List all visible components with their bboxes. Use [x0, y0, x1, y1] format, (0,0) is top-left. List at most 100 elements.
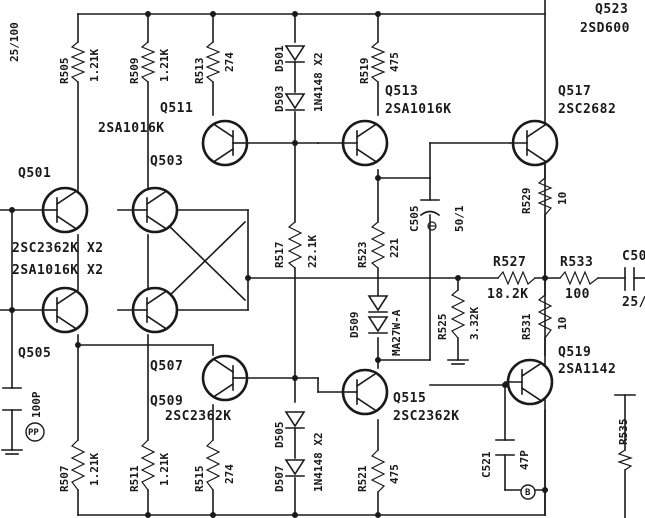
diode-d509 [367, 295, 389, 334]
label-c505: C505 [408, 206, 421, 233]
resistor-r525 [450, 289, 466, 339]
resistor-r523 [370, 221, 386, 269]
transistor-q517 [509, 119, 559, 167]
transistor-q501 [41, 186, 89, 234]
value-r519: 475 [388, 52, 401, 72]
top-left-value: 25/100 [8, 22, 21, 62]
resistor-r531 [537, 294, 553, 339]
value-r527: 18.2K [487, 287, 529, 302]
value-r511: 1.21K [158, 453, 171, 486]
capacitor-left [2, 387, 22, 411]
label-q517: Q517 [558, 84, 591, 99]
label-r507: R507 [58, 466, 71, 493]
label-q523: Q523 [595, 2, 628, 17]
label-c521: C521 [480, 451, 493, 478]
value-r529: 10 [556, 192, 569, 205]
label-q509: Q509 [150, 394, 183, 409]
pp-mark: PP [25, 422, 45, 442]
label-pair-npn: 2SC2362K X2 [12, 241, 104, 256]
label-pair-pnp: 2SA1016K X2 [12, 263, 104, 278]
label-r505: R505 [58, 58, 71, 85]
resistor-r507 [70, 439, 86, 491]
type-q517: 2SC2682 [558, 102, 616, 117]
label-r519: R519 [358, 58, 371, 85]
resistor-r511 [140, 439, 156, 491]
label-d501: D501 [273, 45, 286, 72]
value-c505: 50/1 [453, 205, 466, 232]
label-d505: D505 [273, 422, 286, 449]
diode-d501 [284, 45, 306, 93]
value-c50x: 25/ [622, 295, 645, 310]
label-d507: D507 [273, 466, 286, 493]
label-r533: R533 [560, 255, 593, 270]
label-r517: R517 [273, 242, 286, 269]
label-r513: R513 [193, 58, 206, 85]
label-r523: R523 [356, 242, 369, 269]
type-q513: 2SA1016K [385, 102, 452, 117]
label-r521: R521 [356, 465, 369, 492]
label-q505: Q505 [18, 346, 51, 361]
svg-text:B: B [525, 488, 531, 498]
value-r521: 475 [388, 464, 401, 484]
diode-d507 [284, 459, 306, 477]
label-r529: R529 [520, 188, 533, 215]
label-r527: R527 [493, 255, 526, 270]
capacitor-c50x [624, 267, 645, 291]
value-r523: 221 [388, 238, 401, 258]
label-top-diode-pair: 1N4148 X2 [312, 52, 325, 112]
diode-d503 [284, 93, 306, 111]
value-left-cap: 100P [30, 391, 43, 418]
label-q503: Q503 [150, 154, 183, 169]
wiring [0, 0, 626, 518]
resistor-r513 [205, 41, 221, 83]
value-r505: 1.21K [88, 49, 101, 82]
transistor-q507 [131, 286, 179, 334]
resistor-r519 [370, 41, 386, 83]
capacitor-c521 [495, 439, 515, 456]
label-r511: R511 [128, 465, 141, 492]
resistor-r515 [205, 439, 221, 491]
label-r509: R509 [128, 58, 141, 85]
label-q515: Q515 [393, 391, 426, 406]
label-r515: R515 [193, 466, 206, 493]
resistor-r521 [370, 449, 386, 493]
transistor-q513 [317, 119, 389, 167]
resistor-r505 [70, 41, 86, 83]
value-c521: 47P [518, 450, 531, 470]
label-r535: R535 [617, 419, 630, 446]
resistor-r517 [287, 221, 303, 269]
resistor-r509 [140, 41, 156, 83]
label-q519: Q519 [558, 345, 591, 360]
type-d509: MA27W-A [390, 309, 403, 356]
transistor-q515 [341, 368, 389, 416]
polarity-mark [427, 221, 437, 231]
label-bottom-diode-pair: 1N4148 X2 [312, 432, 325, 492]
value-r509: 1.21K [158, 49, 171, 82]
value-r531: 10 [556, 317, 569, 330]
transistor-q505 [41, 286, 89, 334]
resistor-r529 [537, 177, 553, 216]
label-q511: Q511 [160, 101, 193, 116]
capacitor-c505 [419, 199, 441, 217]
type-q515: 2SC2362K [393, 409, 460, 424]
svg-text:PP: PP [28, 428, 39, 438]
value-r515: 274 [223, 464, 236, 484]
resistor-r533 [559, 270, 599, 286]
transistor-q511 [201, 119, 249, 167]
type-q523: 2SD600 [580, 21, 630, 36]
value-r533: 100 [565, 287, 590, 302]
resistor-r527 [497, 270, 536, 286]
label-r525: R525 [436, 314, 449, 341]
label-q513: Q513 [385, 84, 418, 99]
label-r531: R531 [520, 313, 533, 340]
value-r525: 3.32K [468, 307, 481, 340]
type-q511: 2SA1016K [98, 121, 165, 136]
label-c50x: C50 [622, 249, 645, 264]
label-d503: D503 [273, 86, 286, 113]
type-q519: 2SA1142 [558, 362, 616, 377]
type-q509: 2SC2362K [165, 409, 232, 424]
value-r507: 1.21K [88, 453, 101, 486]
transistor-q503 [131, 186, 179, 234]
label-d509: D509 [348, 312, 361, 339]
transistor-q509 [201, 354, 249, 402]
